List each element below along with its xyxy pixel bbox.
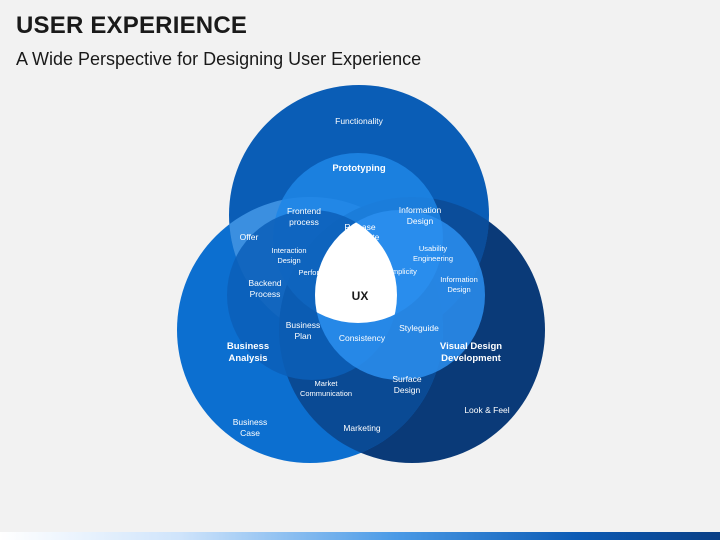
footer-accent-bar <box>0 532 720 540</box>
label-marketing: Marketing <box>343 423 381 433</box>
label-prototyping: Prototyping <box>332 163 385 174</box>
label-styleguide: Styleguide <box>399 323 439 333</box>
label-performance: Performance <box>299 268 342 277</box>
ux-center-label: UX <box>352 289 369 303</box>
label-consistency: Consistency <box>339 333 386 343</box>
page-subtitle: A Wide Perspective for Designing User Ex… <box>16 49 422 69</box>
label-simplicity: Simplicity <box>385 267 417 276</box>
label-offer: Offer <box>240 232 259 242</box>
label-look-and-feel: Look & Feel <box>464 405 509 415</box>
ux-center-region <box>315 210 397 323</box>
label-functionality: Functionality <box>335 116 383 126</box>
page-title: USER EXPERIENCE <box>16 12 248 39</box>
